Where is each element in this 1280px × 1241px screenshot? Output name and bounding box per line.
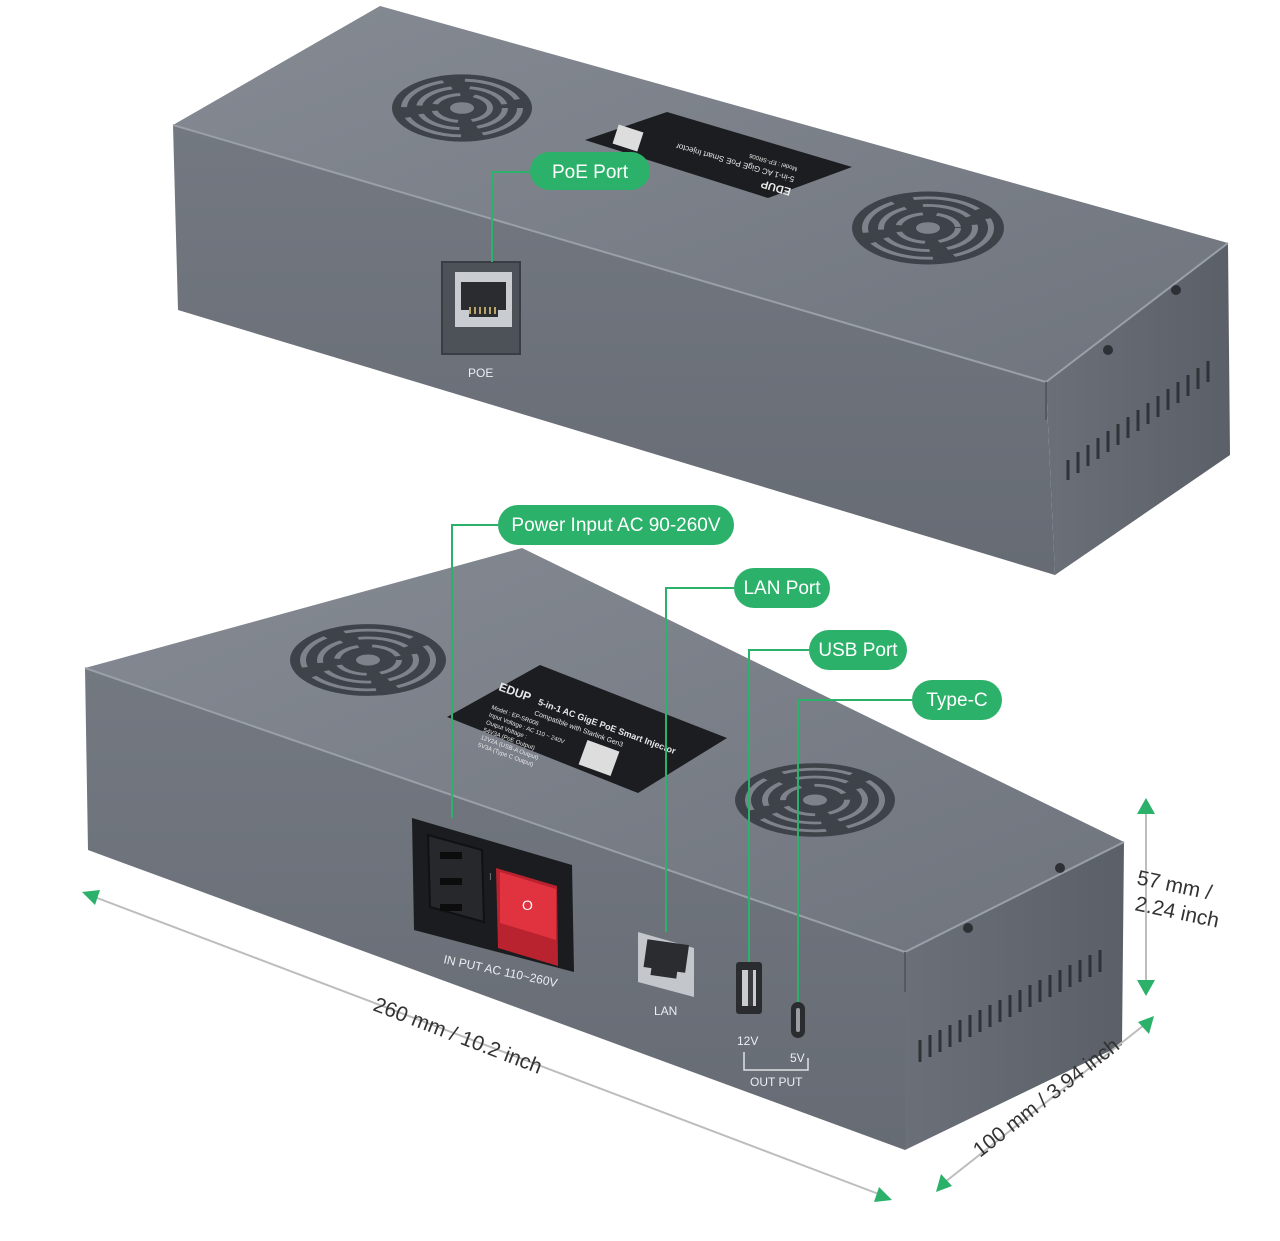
bottom-product-label xyxy=(447,665,727,793)
power-callout-line xyxy=(451,524,498,818)
bottom-fan-vent-left xyxy=(290,624,446,696)
switch-on-symbol: I xyxy=(489,872,492,883)
screw-icon xyxy=(1055,863,1065,873)
usb-port-callout xyxy=(809,630,907,670)
typec-callout-line xyxy=(797,699,912,1002)
output-bracket xyxy=(743,1052,809,1071)
usb-port[interactable] xyxy=(736,962,762,1014)
poe-callout-line xyxy=(491,171,530,262)
typec-5v-label: 5V xyxy=(790,1051,805,1065)
poe-port[interactable] xyxy=(441,261,521,355)
type-c-port[interactable] xyxy=(791,1002,805,1038)
dimension-height: 57 mm / 2.24 inch xyxy=(1133,798,1221,996)
lan-callout-line xyxy=(665,587,734,932)
power-switch[interactable]: O I xyxy=(489,868,558,966)
arrow-icon xyxy=(874,1187,892,1202)
bottom-fan-vent-right xyxy=(735,763,895,837)
lan-port-label: LAN xyxy=(654,1004,677,1018)
arrow-icon xyxy=(936,1174,952,1192)
output-label: OUT PUT xyxy=(750,1075,803,1089)
poe-port-callout xyxy=(530,152,650,190)
ac-pin-icon xyxy=(440,878,462,885)
bottom-device-side xyxy=(905,842,1124,1150)
arrow-icon xyxy=(82,890,100,905)
screw-icon xyxy=(1103,345,1113,355)
top-product-label xyxy=(585,112,852,198)
power-input-callout xyxy=(498,505,734,545)
top-fan-vent-right xyxy=(852,191,1004,265)
ac-pin-icon xyxy=(440,904,462,911)
lan-port[interactable] xyxy=(638,932,694,997)
poe-port-callout-label: PoE Port xyxy=(552,162,629,183)
usb-callout-line xyxy=(748,649,809,962)
usb-port-callout-label: USB Port xyxy=(818,640,898,661)
arrow-icon xyxy=(1137,798,1155,814)
lan-port-callout-label: LAN Port xyxy=(743,578,821,599)
usb-12v-label: 12V xyxy=(737,1034,758,1048)
top-device-side xyxy=(1046,243,1230,575)
arrow-icon xyxy=(1137,980,1155,996)
top-side-vents xyxy=(1066,361,1210,480)
bottom-qr-code-icon xyxy=(578,739,620,777)
top-fan-vent-left xyxy=(392,74,532,142)
top-qr-code-icon xyxy=(612,124,644,152)
switch-off-symbol: O xyxy=(522,897,533,913)
bottom-side-vents xyxy=(918,950,1102,1062)
bottom-device: EDUP 5-in-1 AC GigE PoE Smart Injector C… xyxy=(84,505,1125,1150)
type-c-callout xyxy=(912,680,1002,720)
ac-pin-icon xyxy=(440,852,462,859)
poe-port-label: POE xyxy=(468,366,493,380)
top-device: EDUP 5-in-1 AC GigE PoE Smart Injector M… xyxy=(172,6,1230,575)
power-input-callout-label: Power Input AC 90-260V xyxy=(511,515,720,536)
screw-icon xyxy=(963,923,973,933)
arrow-icon xyxy=(1138,1016,1154,1034)
type-c-callout-label: Type-C xyxy=(926,690,987,711)
lan-port-callout xyxy=(734,568,830,608)
screw-icon xyxy=(1171,285,1181,295)
top-device-front xyxy=(173,125,1055,575)
